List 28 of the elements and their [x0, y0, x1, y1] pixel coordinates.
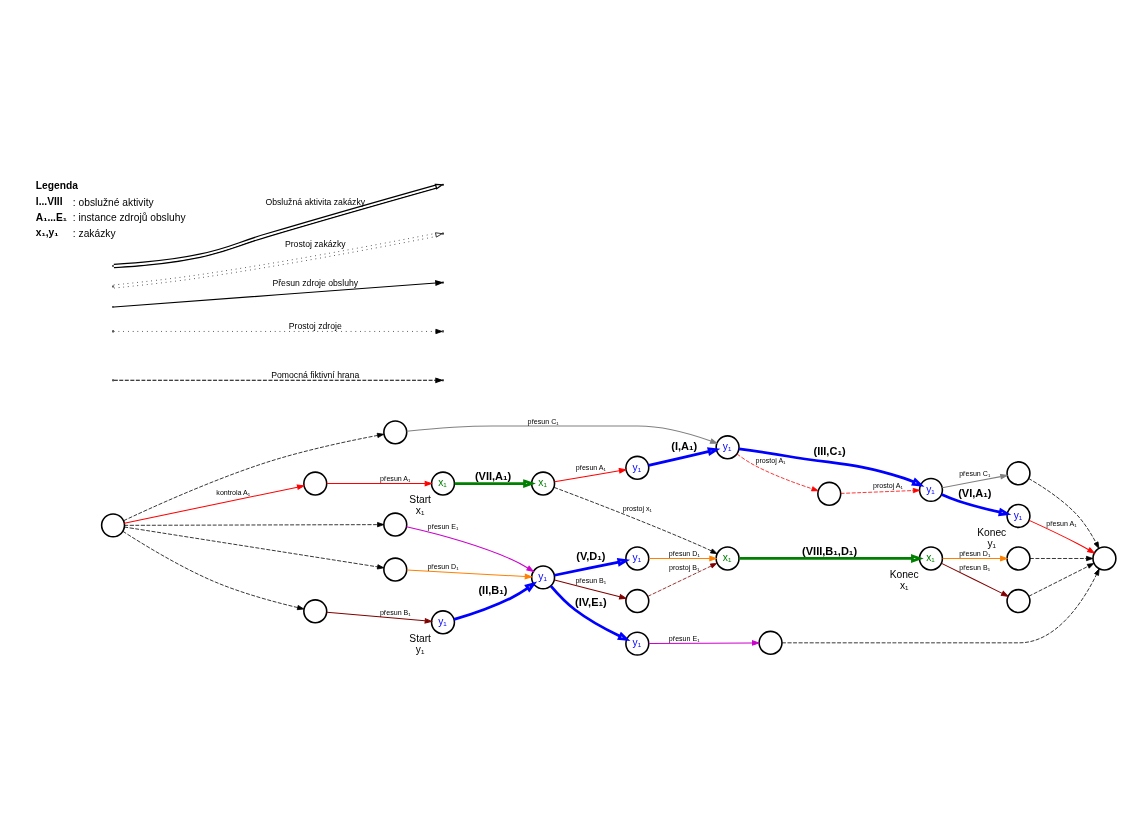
edge-label: (V,D₁)	[576, 550, 606, 563]
legend-label: Obslužná aktivita zakázky	[265, 197, 366, 208]
edge-label: (III,C₁)	[813, 444, 846, 457]
label: x₁,y₁	[35, 227, 59, 239]
edge-label: (VII,A₁)	[474, 469, 512, 482]
label: Legenda	[35, 180, 78, 192]
node-label: Konec	[977, 526, 1007, 538]
legend-label: Přesun zdroje obsluhy	[272, 278, 359, 289]
node-label: y₁	[987, 537, 996, 549]
edge-label: (VI,A₁)	[958, 487, 992, 500]
node-label: y₁	[415, 644, 425, 656]
legend-label: Prostoj zakázky	[284, 238, 346, 249]
node-label: x₁	[415, 505, 425, 517]
label: : obslužné aktivity	[72, 196, 154, 208]
edge-label: (IV,E₁)	[575, 595, 607, 608]
label: : instance zdrojů obsluhy	[72, 212, 186, 224]
edge-label: (VIII,B₁,D₁)	[802, 544, 858, 557]
legend-label: Prostoj zdroje	[288, 320, 342, 331]
node-label: Konec	[889, 569, 919, 581]
edge-label: (II,B₁)	[478, 584, 508, 597]
label: A₁...E₁	[35, 211, 68, 223]
label: : zakázky	[72, 228, 116, 240]
node-label: Start	[409, 632, 431, 644]
node-label: x₁	[899, 580, 909, 592]
legend-label: Pomocná fiktivní hrana	[271, 369, 360, 380]
edge-label: (I,A₁)	[671, 439, 698, 452]
node-label: Start	[409, 494, 431, 506]
label: I...VIII	[35, 195, 63, 207]
